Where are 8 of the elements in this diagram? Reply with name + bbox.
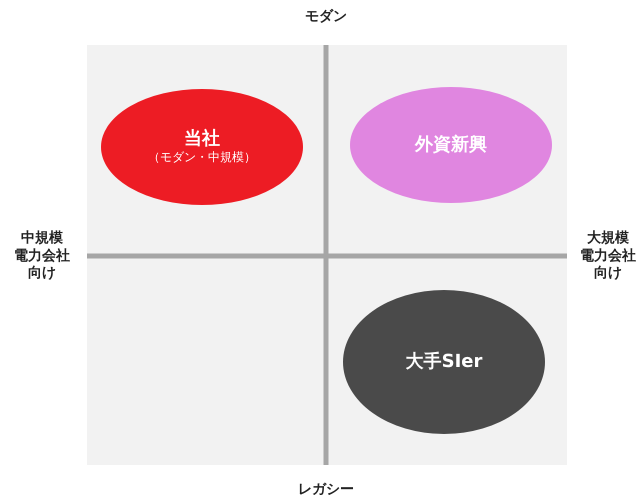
axis-label: モダン bbox=[305, 8, 347, 26]
segment-name: 外資新興 bbox=[415, 134, 487, 156]
axis-label: レガシー bbox=[298, 481, 354, 499]
segment-name: 大手SIer bbox=[406, 351, 482, 373]
segment-name: 当社 bbox=[184, 128, 220, 150]
axis-label: 中規模電力会社向け bbox=[14, 230, 70, 282]
segment-note: （モダン・中規模） bbox=[148, 150, 256, 166]
axis-label: 大規模電力会社向け bbox=[580, 230, 636, 282]
